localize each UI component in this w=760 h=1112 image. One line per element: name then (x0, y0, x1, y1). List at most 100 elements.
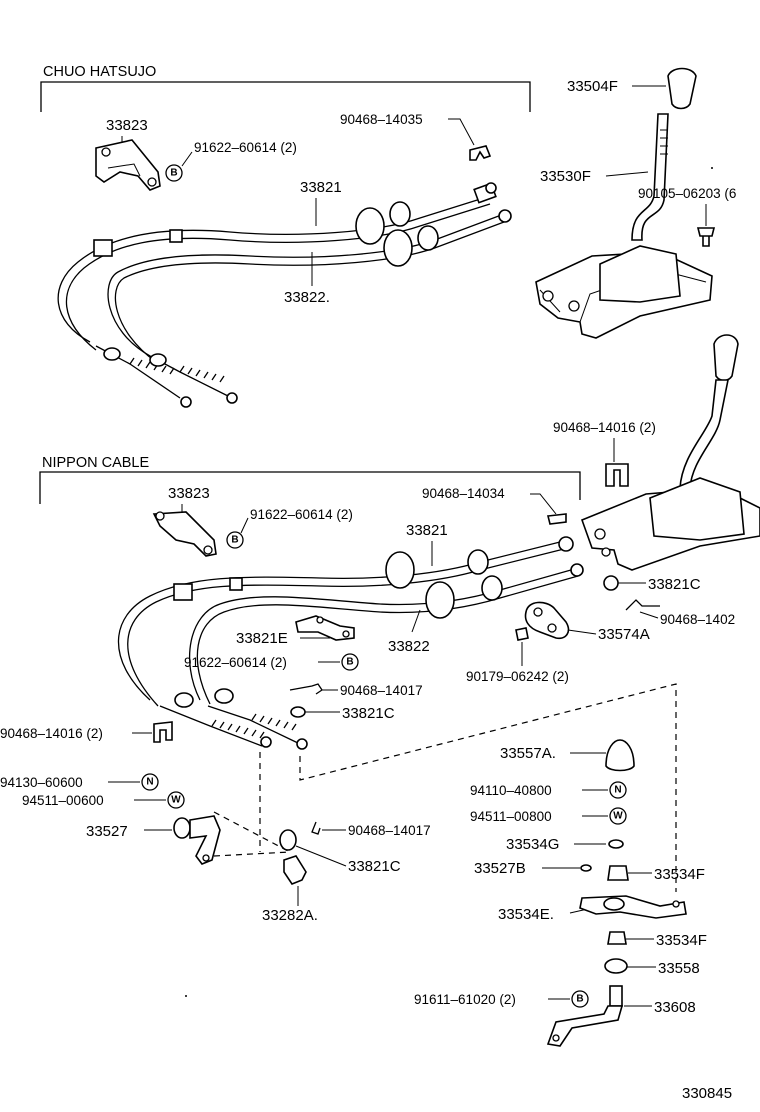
label-91622-nippon: 91622–60614 (2) (250, 507, 353, 522)
part-clip-90468-14034 (547, 513, 567, 525)
part-nut-90179 (515, 627, 529, 641)
svg-text:N: N (146, 777, 153, 788)
label-90468-14017-b: 90468–14017 (348, 823, 431, 838)
section-bracket-nippon (39, 471, 581, 504)
label-94511-00600: 94511–00600 (22, 793, 104, 808)
part-bushing-33534F-a (607, 865, 629, 881)
label-33558: 33558 (658, 960, 700, 977)
section-bracket-chuo (40, 81, 531, 112)
part-33558 (604, 958, 628, 974)
bolt-symbol-icon (341, 653, 359, 671)
part-clip-90468-14016-shift (605, 463, 629, 487)
part-cable-ends-nippon (159, 688, 308, 750)
label-94130-60600: 94130–60600 (0, 775, 83, 790)
label-90468-1402: 90468–1402 (660, 612, 735, 627)
part-cable-33821-chuo (57, 182, 497, 351)
label-94110-40800: 94110–40800 (470, 783, 552, 798)
label-90468-14016-nippon: 90468–14016 (2) (0, 726, 103, 741)
label-33534E: 33534E. (498, 906, 554, 923)
label-33527B: 33527B (474, 860, 526, 877)
part-33823-bracket-nippon (152, 511, 217, 557)
label-33608: 33608 (654, 999, 696, 1016)
label-33534F-a: 33534F (654, 866, 705, 883)
part-shift-bracket-lower (580, 477, 760, 571)
label-33821E: 33821E (236, 630, 288, 647)
label-90468-14035: 90468–14035 (340, 112, 423, 127)
part-pin-90468-14017 (289, 683, 323, 695)
label-33821C-b: 33821C (342, 705, 395, 722)
label-33821C-a: 33821C (648, 576, 701, 593)
bolt-symbol-icon (226, 531, 244, 549)
label-90468-14017: 90468–14017 (340, 683, 423, 698)
relation-line-lower-left (213, 752, 291, 857)
part-washer-33534G (608, 839, 624, 849)
svg-text:B: B (346, 657, 353, 668)
washer-symbol-icon (609, 807, 627, 825)
label-33574A: 33574A (598, 626, 650, 643)
label-33823-nippon: 33823 (168, 485, 210, 502)
part-33608-lever (546, 985, 624, 1047)
diagram-code: 330845 (682, 1085, 732, 1102)
part-pin-90468-14017-b (311, 821, 321, 835)
part-33534E-plate (579, 895, 687, 919)
svg-text:W: W (613, 811, 623, 822)
label-33822-nippon: 33822 (388, 638, 430, 655)
part-bolt-90105 (696, 227, 716, 247)
label-90105-06203: 90105–06203 (6 (638, 186, 736, 201)
svg-text:B: B (231, 535, 238, 546)
nut-symbol-icon (141, 773, 159, 791)
part-cable-33821-nippon (117, 536, 574, 707)
part-33823-bracket-chuo (95, 139, 161, 191)
part-33821E (295, 615, 355, 641)
label-90179-06242: 90179–06242 (2) (466, 669, 569, 684)
label-91611-61020: 91611–61020 (2) (414, 992, 516, 1007)
part-shift-lever-lower (679, 334, 739, 489)
nut-symbol-icon (609, 781, 627, 799)
part-bushing-33534F-b (607, 931, 627, 945)
part-cable-33822-nippon (188, 563, 584, 705)
part-clip-90468-14016-nippon (153, 721, 173, 743)
part-grommet-33821C-b (290, 706, 306, 718)
label-33821-chuo: 33821 (300, 179, 342, 196)
label-94511-00800: 94511–00800 (470, 809, 552, 824)
bolt-symbol-icon (571, 990, 589, 1008)
label-90468-14016-shift: 90468–14016 (2) (553, 420, 656, 435)
part-shift-knob-33504F (667, 67, 697, 110)
part-pin-90468-1402 (625, 599, 660, 611)
label-33557A: 33557A. (500, 745, 556, 762)
label-33821C-c: 33821C (348, 858, 401, 875)
part-knob-33557A (605, 739, 635, 772)
relation-line-main (299, 683, 677, 781)
part-grommet-33821C-c (279, 829, 297, 851)
section-title-chuo-hatsujo: CHUO HATSUJO (43, 64, 156, 80)
svg-text:N: N (614, 785, 621, 796)
part-33527-lever (173, 815, 221, 865)
part-33527B (580, 864, 592, 872)
part-33574A (524, 601, 570, 640)
label-33822-chuo: 33822. (284, 289, 330, 306)
label-33282A: 33282A. (262, 907, 318, 924)
label-90468-14034: 90468–14034 (422, 486, 505, 501)
label-33530F: 33530F (540, 168, 591, 185)
label-91622-chuo: 91622–60614 (2) (194, 140, 297, 155)
part-shift-lever-33530F (631, 113, 669, 241)
label-33527: 33527 (86, 823, 128, 840)
label-33534G: 33534G (506, 836, 559, 853)
part-clip-90468-14035 (469, 145, 492, 161)
part-cable-ends-chuo (95, 345, 238, 408)
part-shift-bracket-upper (535, 245, 713, 339)
label-91622-nippon-b: 91622–60614 (2) (184, 655, 287, 670)
label-33823-chuo: 33823 (106, 117, 148, 134)
svg-text:W: W (171, 795, 181, 806)
label-33534F-b: 33534F (656, 932, 707, 949)
svg-text:B: B (170, 168, 177, 179)
svg-text:B: B (576, 994, 583, 1005)
label-33821-nippon: 33821 (406, 522, 448, 539)
label-33504F: 33504F (567, 78, 618, 95)
bolt-symbol-icon (165, 164, 183, 182)
part-cable-33822-chuo (107, 209, 512, 363)
part-grommet-33821C-a (603, 575, 619, 591)
washer-symbol-icon (167, 791, 185, 809)
part-pin-33282A (283, 855, 307, 885)
